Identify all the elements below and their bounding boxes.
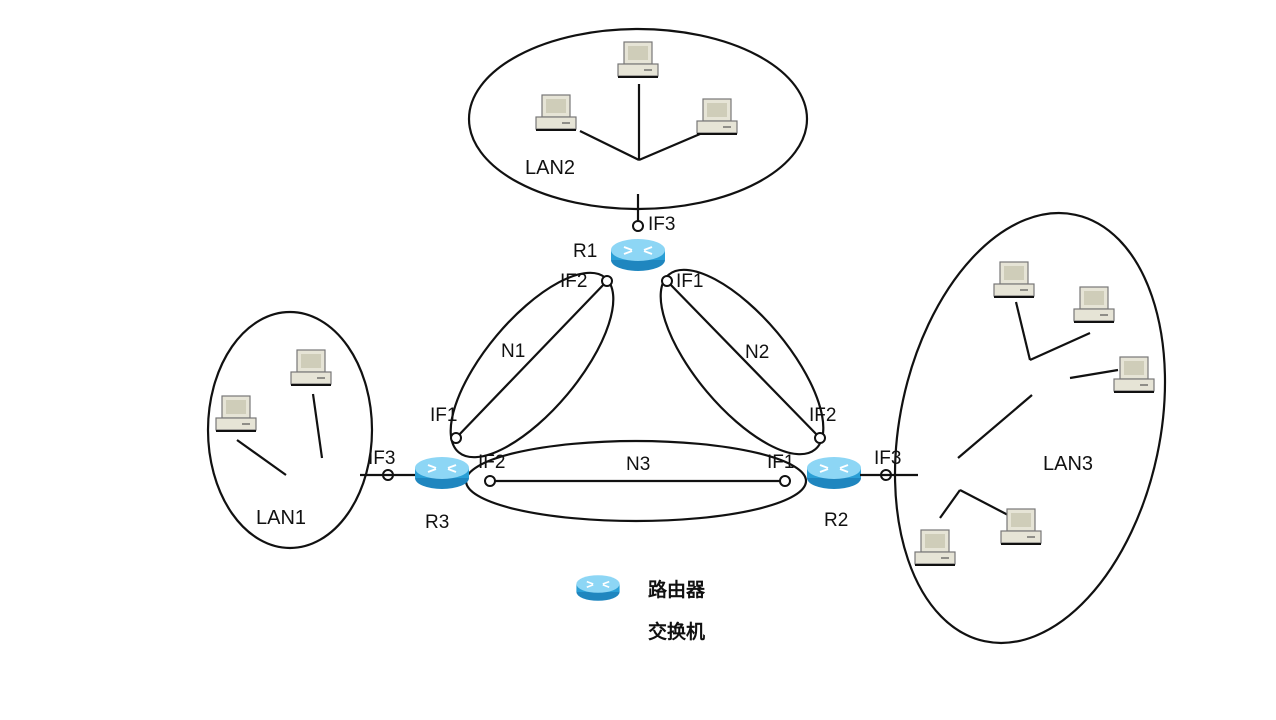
r3-label: R3 — [425, 512, 449, 533]
lan3-label: LAN3 — [1043, 453, 1093, 475]
lan2-computer-3 — [696, 98, 738, 135]
lan3-computer-5 — [1000, 508, 1042, 545]
lan2-label: LAN2 — [525, 157, 575, 179]
lan1-label: LAN1 — [256, 507, 306, 529]
router-icon — [610, 238, 666, 272]
lan1-computer-1 — [215, 395, 257, 432]
legend-router-icon — [575, 574, 621, 602]
r3-if3-label: IF3 — [368, 448, 395, 469]
router-icon — [806, 456, 862, 490]
lan1-computer-2 — [290, 349, 332, 386]
lan3-computer-1 — [993, 261, 1035, 298]
r3-if1-label: IF1 — [430, 405, 457, 426]
legend-switch-label: 交换机 — [648, 620, 705, 643]
n2-boundary — [659, 268, 825, 456]
r1-if3-label: IF3 — [648, 214, 675, 235]
r3-if1-port — [450, 432, 462, 444]
lan2-switch-wires — [579, 84, 701, 162]
r2-if2-label: IF2 — [809, 405, 836, 426]
router-icon — [414, 456, 470, 490]
r1-if1-label: IF1 — [676, 271, 703, 292]
lan3-computer-2 — [1073, 286, 1115, 323]
r2-if1-label: IF1 — [767, 452, 794, 473]
r1-if2-port — [601, 275, 613, 287]
lan3-computer-4 — [914, 529, 956, 566]
r1-if3-port — [632, 220, 644, 232]
n3-label: N3 — [626, 454, 650, 475]
n2-label: N2 — [745, 342, 769, 363]
r2-if1-port — [779, 475, 791, 487]
n2-link — [666, 280, 821, 439]
lan3-switch-wires — [939, 301, 1119, 519]
r1-if1-port — [661, 275, 673, 287]
lan1-switch-wires — [236, 393, 324, 476]
r2-if3-label: IF3 — [874, 448, 901, 469]
legend-router-label: 路由器 — [648, 578, 706, 601]
lan3-computer-3 — [1113, 356, 1155, 393]
r1-if2-label: IF2 — [560, 271, 587, 292]
lan2-computer-1 — [535, 94, 577, 131]
legend: 路由器 交换机 — [575, 574, 706, 643]
r1-label: R1 — [573, 241, 597, 262]
r2-label: R2 — [824, 510, 848, 531]
n1-label: N1 — [501, 341, 525, 362]
r2-if2-port — [814, 432, 826, 444]
lan2-computer-2 — [617, 41, 659, 78]
lan1-boundary — [206, 310, 374, 550]
n1-link — [455, 280, 608, 439]
r3-if2-port — [484, 475, 496, 487]
r3-if2-label: IF2 — [478, 452, 505, 473]
lan3-boundary — [893, 211, 1167, 645]
